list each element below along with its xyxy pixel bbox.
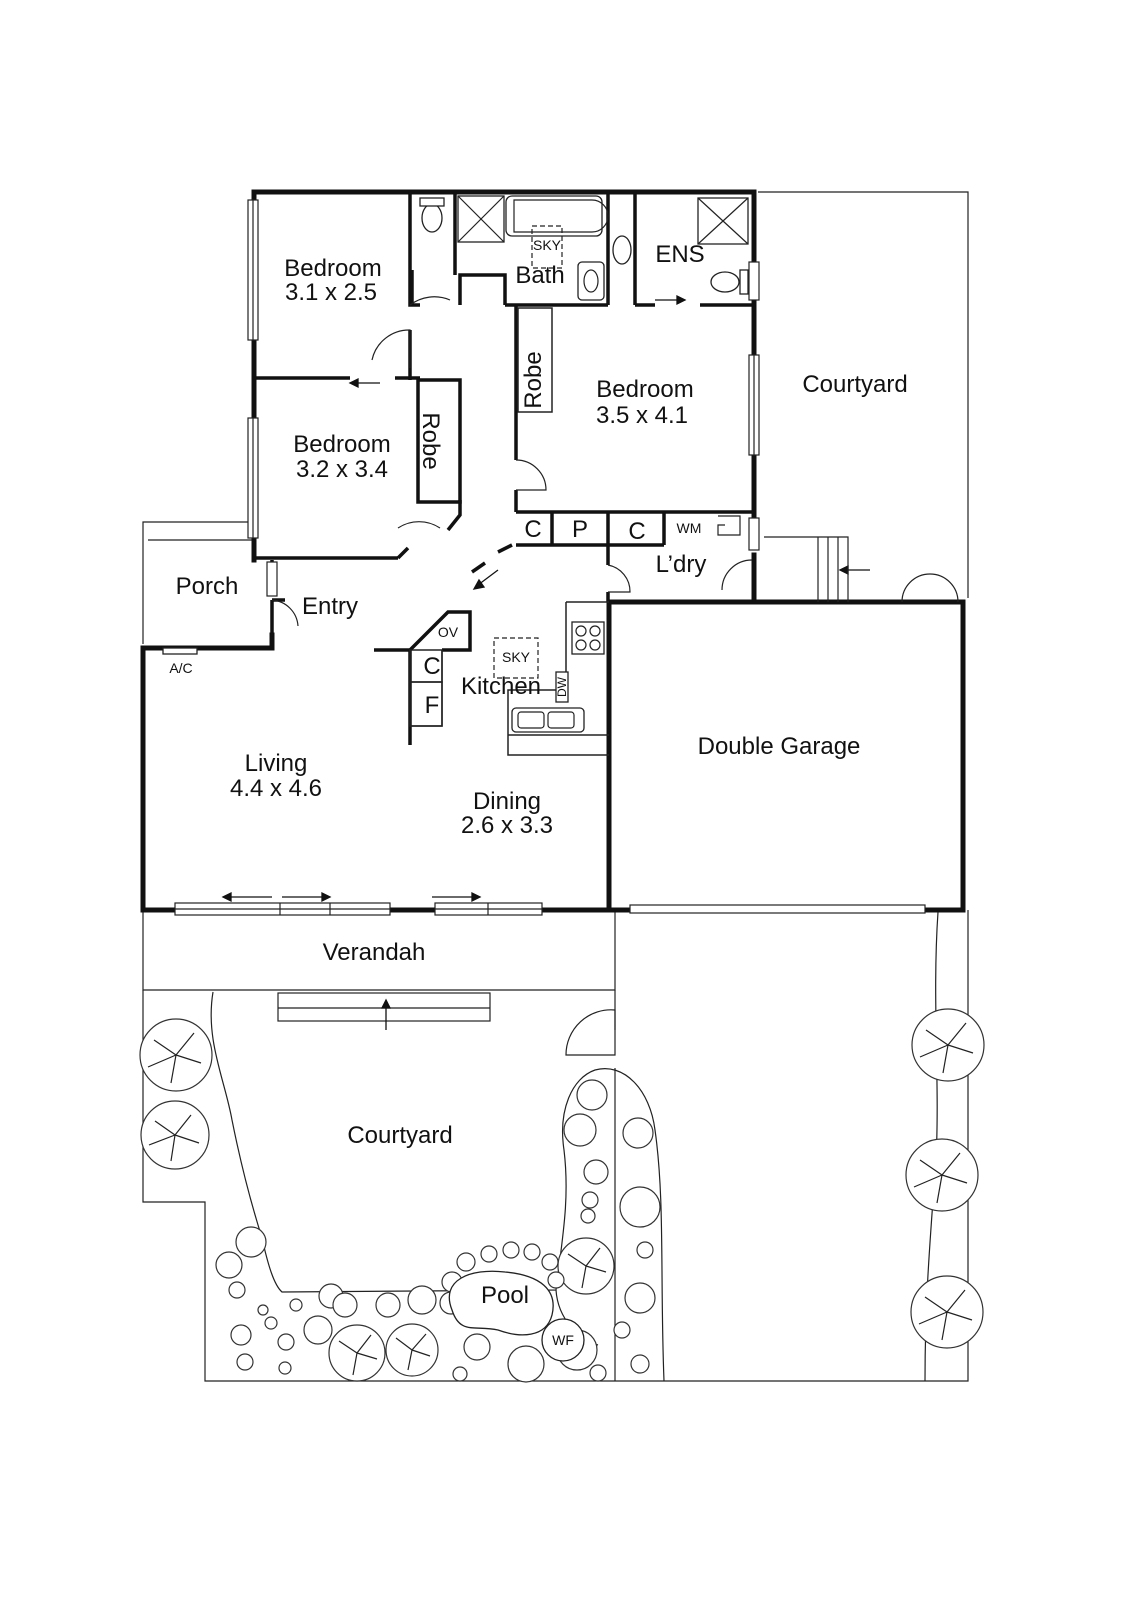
cupboard3-label: C xyxy=(423,653,440,680)
washing-machine-label: WM xyxy=(677,520,702,536)
fridge-label: F xyxy=(425,692,440,719)
dining-size-label: 2.6 x 3.3 xyxy=(461,812,553,839)
courtyard-rear-label: Courtyard xyxy=(347,1122,452,1149)
kitchen-label: Kitchen xyxy=(461,673,541,700)
garden-plants xyxy=(139,1008,985,1383)
dishwasher-label: DW xyxy=(555,676,569,697)
pool-label: Pool xyxy=(481,1282,529,1309)
labels: Bedroom 3.1 x 2.5 Bedroom 3.2 x 3.4 Bedr… xyxy=(169,237,907,1348)
pool-outline xyxy=(448,1270,554,1336)
internal-walls xyxy=(254,192,756,756)
bath-skylight-label: SKY xyxy=(533,237,562,253)
bedroom1-size-label: 3.1 x 2.5 xyxy=(285,279,377,306)
cupboard2-label: C xyxy=(628,518,645,545)
air-con-label: A/C xyxy=(169,660,192,676)
windows xyxy=(174,199,926,1022)
porch-label: Porch xyxy=(176,573,239,600)
kitchen-fixtures xyxy=(162,621,605,733)
robe2-label: Robe xyxy=(520,351,547,408)
courtyard-side-label: Courtyard xyxy=(802,371,907,398)
bath-fixtures xyxy=(419,195,749,536)
step-area xyxy=(764,536,849,602)
bedroom2-size-label: 3.2 x 3.4 xyxy=(296,456,388,483)
garage-label: Double Garage xyxy=(698,733,861,760)
water-feature-label: WF xyxy=(552,1332,574,1348)
bath-label: Bath xyxy=(515,262,564,289)
door-swings xyxy=(271,296,959,1056)
laundry-label: L’dry xyxy=(656,551,707,578)
robe1-label: Robe xyxy=(417,412,444,469)
bedroom3-size-label: 3.5 x 4.1 xyxy=(596,402,688,429)
bedroom1-name-label: Bedroom xyxy=(284,255,381,282)
living-size-label: 4.4 x 4.6 xyxy=(230,775,322,802)
oven-label: OV xyxy=(438,624,459,640)
kitchen-skylight-label: SKY xyxy=(502,649,531,665)
bedroom2-name-label: Bedroom xyxy=(293,431,390,458)
ens-label: ENS xyxy=(655,241,704,268)
living-name-label: Living xyxy=(245,750,308,777)
dining-name-label: Dining xyxy=(473,788,541,815)
verandah-label: Verandah xyxy=(323,939,426,966)
external-walls xyxy=(140,189,966,913)
bedroom3-name-label: Bedroom xyxy=(596,376,693,403)
entry-label: Entry xyxy=(302,593,358,620)
tree-large xyxy=(139,1008,985,1382)
cupboard1-label: C xyxy=(524,516,541,543)
pantry-label: P xyxy=(572,516,588,543)
water-feature-circle xyxy=(541,1318,585,1362)
